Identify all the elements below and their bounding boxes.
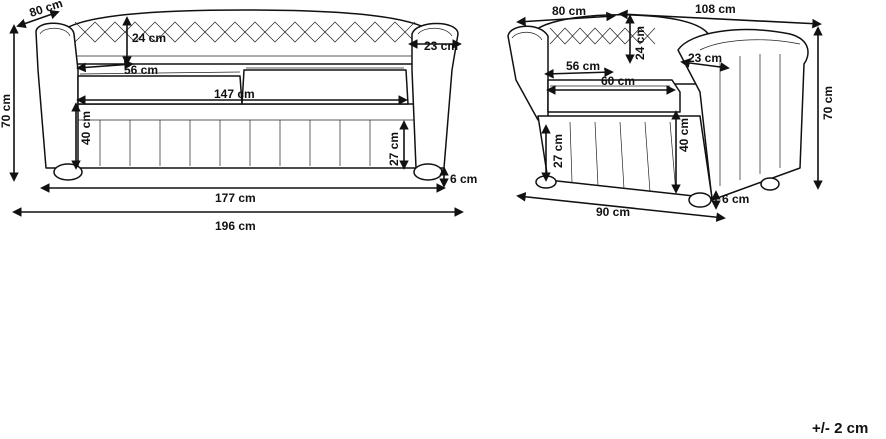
sofa-dimension-lines <box>9 10 464 217</box>
sofa-leg-height-label: 6 cm <box>450 172 477 186</box>
sofa-seat-width-label: 147 cm <box>214 87 255 101</box>
sofa-arm-width-label: 23 cm <box>424 39 458 53</box>
armchair-drawing <box>507 14 809 208</box>
armchair-front-pleats <box>569 121 677 195</box>
sofa-back-height-label: 24 cm <box>132 31 166 45</box>
armchair-depth-label: 80 cm <box>552 4 586 18</box>
armchair-back-height-label: 24 cm <box>633 26 647 60</box>
sofa-inner-width-label: 177 cm <box>215 191 256 205</box>
sofa-front-pleats <box>62 119 428 166</box>
armchair-seat-width-label: 60 cm <box>601 74 635 88</box>
armchair-leg-height-label: 6 cm <box>722 192 749 206</box>
armchair-tufting <box>549 27 656 45</box>
armchair-height-label: 70 cm <box>821 86 835 120</box>
sofa-height-label: 70 cm <box>0 94 13 128</box>
armchair-underseat-height-label: 27 cm <box>551 134 565 168</box>
sofa-underseat-height-label: 27 cm <box>387 132 401 166</box>
armchair-arm-pleats <box>699 39 801 186</box>
sofa-seat-depth-label: 56 cm <box>124 63 158 77</box>
sofa-total-width-label: 196 cm <box>215 219 256 233</box>
sofa-seat-height-label: 40 cm <box>79 111 93 145</box>
sofa-drawing <box>35 9 459 181</box>
armchair-width-top-label: 108 cm <box>695 2 736 16</box>
armchair-arm-width-label: 23 cm <box>688 51 722 65</box>
tolerance-note: +/- 2 cm <box>812 420 868 437</box>
armchair-seat-height-label: 40 cm <box>677 118 691 152</box>
armchair-width-label: 90 cm <box>596 205 630 219</box>
armchair-dimension-lines <box>516 9 823 222</box>
armchair-seat-depth-label: 56 cm <box>566 59 600 73</box>
